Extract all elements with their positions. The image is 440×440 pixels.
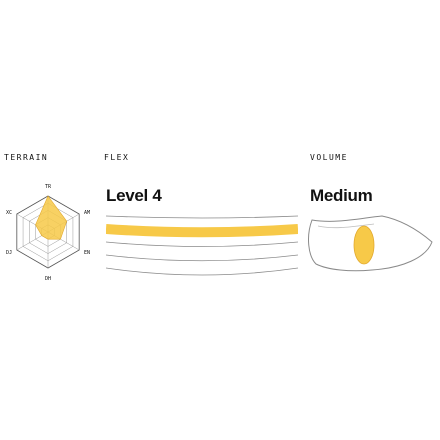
terrain-profile-area (35, 195, 68, 240)
flex-level-5 (106, 215, 298, 219)
axis-label-am: AM (84, 210, 90, 216)
volume-value: Medium (310, 186, 373, 205)
flex-level-1 (106, 267, 298, 276)
shoe-volume-icon (308, 215, 433, 272)
flex-scale-graphic (106, 215, 298, 276)
terrain-section-label: TERRAIN (4, 153, 49, 162)
volume-section-label: VOLUME (310, 153, 348, 162)
flex-level-2 (106, 254, 298, 262)
axis-label-en: EN (84, 250, 90, 256)
axis-label-tr: TR (45, 184, 52, 190)
flex-level-4-selected (106, 224, 298, 238)
terrain-radar-chart: TR AM EN DH DJ XC (6, 184, 90, 282)
radar-axis-labels: TR AM EN DH DJ XC (6, 184, 90, 282)
axis-label-dj: DJ (6, 250, 12, 256)
axis-label-xc: XC (6, 210, 12, 216)
shoe-inner-line (317, 223, 375, 229)
axis-label-dh: DH (45, 276, 51, 282)
flex-level-3 (106, 241, 298, 247)
flex-section-label: FLEX (104, 153, 130, 162)
flex-level-value: Level 4 (106, 186, 162, 205)
shoe-opening-highlight (353, 225, 375, 265)
